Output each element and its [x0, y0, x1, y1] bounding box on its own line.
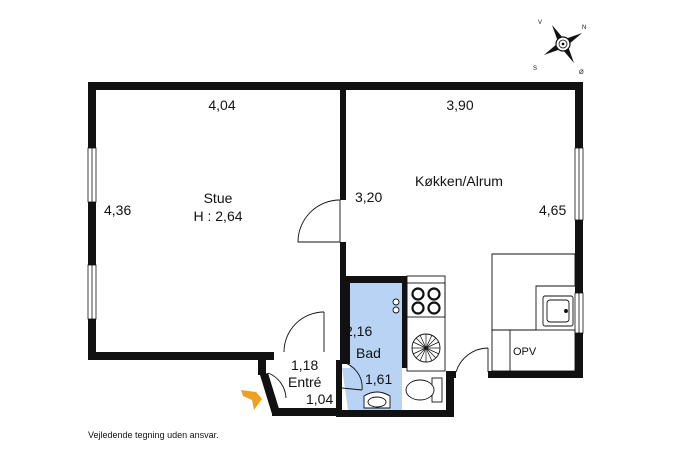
entre-depth: 1,04	[306, 391, 333, 407]
opv-label: OPV	[513, 346, 537, 358]
compass-label-n: N	[582, 25, 586, 31]
bathroom-floor	[350, 283, 402, 368]
sink-icon	[542, 295, 574, 327]
bad-width: 2,16	[345, 323, 372, 339]
bad-depth: 1,61	[365, 371, 392, 387]
kokken-name: Køkken/Alrum	[415, 173, 503, 189]
compass-label-s: S	[533, 66, 537, 72]
stue-height: H : 2,64	[193, 208, 242, 224]
bath-fixtures	[363, 298, 443, 409]
stue-name: Stue	[204, 190, 233, 206]
windows	[87, 147, 584, 334]
compass-icon	[543, 24, 583, 64]
kitchen-counter	[491, 253, 576, 372]
kokken-width: 3,90	[446, 97, 473, 113]
stove-column	[406, 275, 446, 372]
kokken-inner: 3,20	[355, 189, 382, 205]
entre-name: Entré	[288, 374, 322, 390]
kokken-depth: 4,65	[539, 202, 566, 218]
entre-width: 1,18	[291, 357, 318, 373]
entrance-arrow-icon	[241, 390, 262, 410]
compass-label-o: Ø	[579, 70, 584, 76]
shower-icon	[392, 298, 400, 306]
doors	[267, 199, 489, 399]
disclaimer-text: Vejledende tegning uden ansvar.	[88, 430, 219, 440]
bad-name: Bad	[356, 345, 381, 361]
stove-burner-icon	[411, 287, 425, 301]
stue-width: 4,04	[208, 97, 235, 113]
compass-label-v: V	[538, 20, 542, 26]
walls	[88, 82, 583, 417]
stue-depth: 4,36	[104, 202, 131, 218]
